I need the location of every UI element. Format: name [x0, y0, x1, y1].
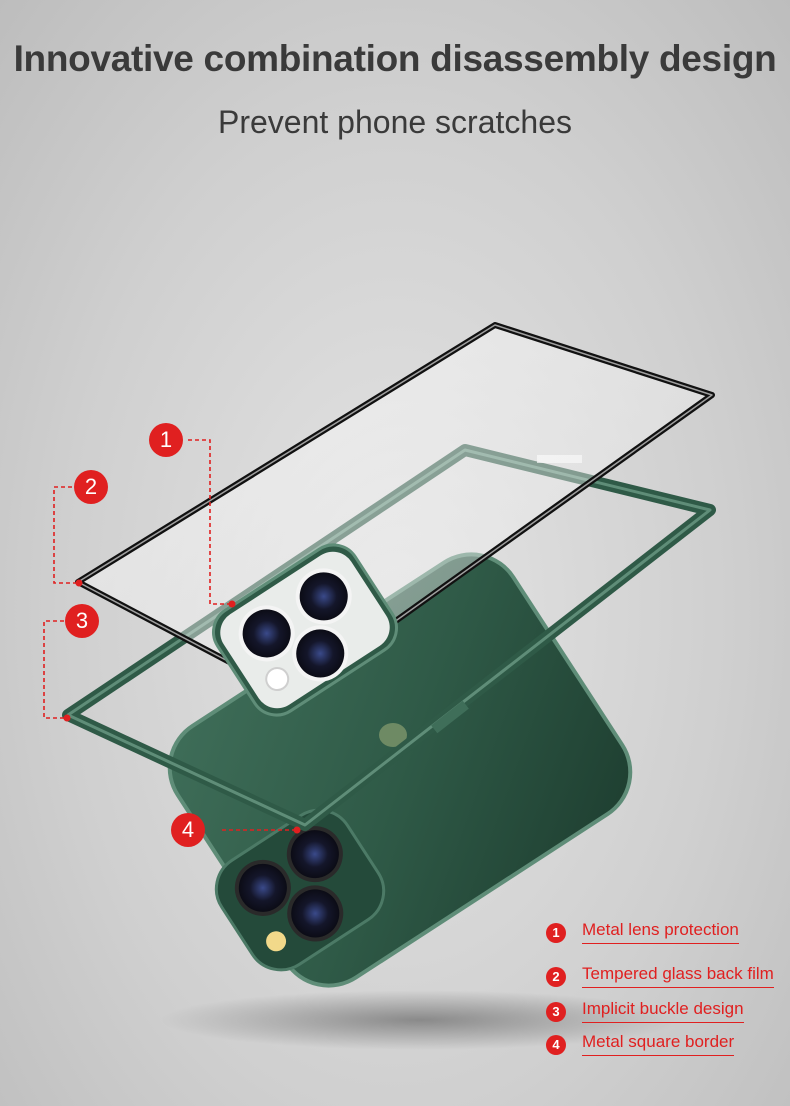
legend-item: 4 Metal square border	[546, 1032, 786, 1060]
callout-lines	[43, 439, 296, 831]
phone-logo	[379, 723, 407, 747]
callout-line-2	[53, 486, 78, 584]
callout-badge-3: 3	[65, 604, 99, 638]
lens-protector	[212, 543, 398, 717]
callout-line-3	[43, 620, 66, 719]
legend-number: 3	[546, 1002, 566, 1022]
legend-item: 1 Metal lens protection	[546, 920, 786, 948]
legend-label: Tempered glass back film	[582, 964, 774, 988]
callout-dots	[63, 579, 301, 834]
page-subtitle: Prevent phone scratches	[218, 104, 572, 140]
page-title: Innovative combination disassembly desig…	[13, 38, 777, 79]
legend-number: 1	[546, 923, 566, 943]
callout-badge-2: 2	[74, 470, 108, 504]
legend-label: Metal lens protection	[582, 920, 739, 944]
legend-number: 4	[546, 1035, 566, 1055]
legend-label: Metal square border	[582, 1032, 735, 1056]
phone-camera-module	[214, 808, 386, 972]
callout-badge-4: 4	[171, 813, 205, 847]
legend-label: Implicit buckle design	[582, 999, 744, 1023]
legend-number: 2	[546, 967, 566, 987]
legend-item: 2 Tempered glass back film	[546, 964, 786, 992]
callout-line-1	[188, 439, 230, 605]
callout-badge-1: 1	[149, 423, 183, 457]
legend-item: 3 Implicit buckle design	[546, 999, 786, 1027]
